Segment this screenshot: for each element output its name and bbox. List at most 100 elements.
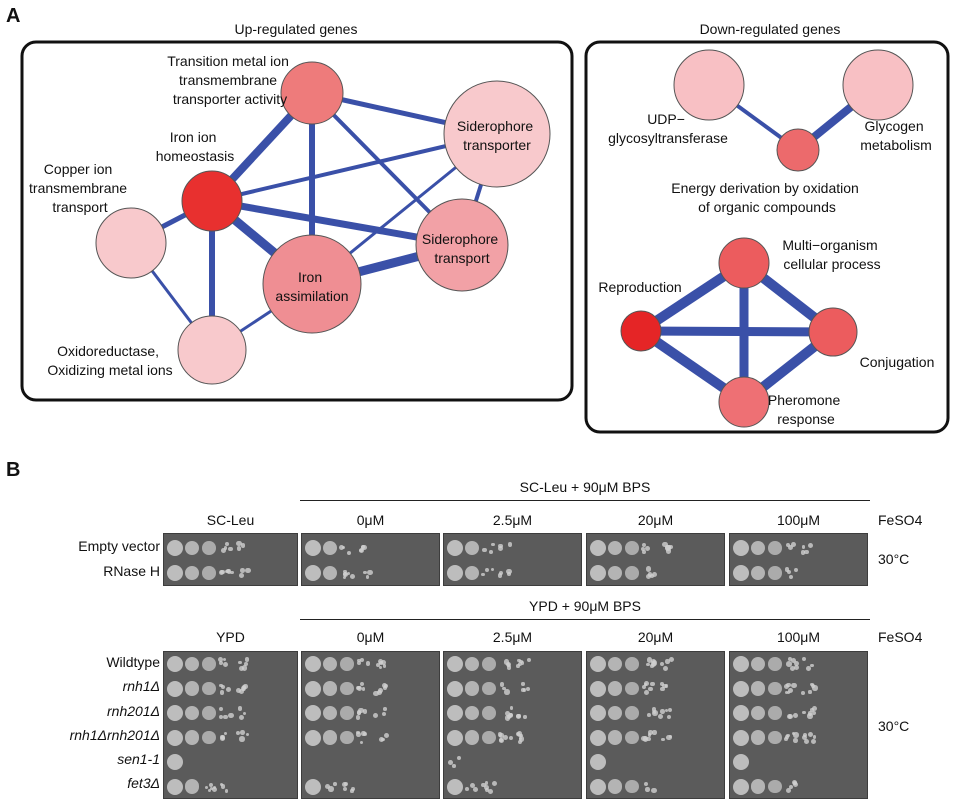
colony-spot <box>642 684 647 689</box>
group2-col-3: 20μM <box>637 629 674 645</box>
colony-spot <box>236 731 241 736</box>
colony-spot <box>750 681 766 696</box>
colony-spot <box>786 569 792 575</box>
colony-spot <box>810 708 814 712</box>
colony-spot <box>625 681 639 696</box>
colony-spot <box>322 540 338 556</box>
colony-spot <box>784 567 790 572</box>
node-transition-metal <box>280 61 344 125</box>
colony-spot <box>340 706 354 720</box>
colony-spot <box>517 739 522 744</box>
colony-spot <box>381 737 385 742</box>
label-transition-metal: Transition metal ion transmembrane trans… <box>167 53 293 107</box>
colony-spot <box>641 542 646 547</box>
label-iron-assimilation: Iron assimilation <box>275 269 348 304</box>
colony-spot <box>342 782 348 788</box>
colony-spot <box>793 738 798 743</box>
colony-spot <box>355 715 361 721</box>
group1-plate-sc-leu <box>163 533 298 586</box>
label-siderophore-transport: Siderophore transport <box>422 231 502 266</box>
group2-strain-5: fet3Δ <box>127 775 160 791</box>
colony-spot <box>521 682 525 686</box>
colony-spot <box>503 735 509 741</box>
colony-spot <box>801 545 806 549</box>
colony-spot <box>793 732 799 738</box>
colony-spot <box>238 715 244 721</box>
colony-spot <box>208 789 212 793</box>
colony-spot <box>733 565 749 581</box>
colony-spot <box>167 754 183 770</box>
colony-spot <box>325 784 331 790</box>
colony-spot <box>208 783 213 788</box>
colony-spot <box>607 705 623 721</box>
colony-spot <box>518 661 523 666</box>
colony-spot <box>224 569 229 574</box>
colony-spot <box>607 681 623 696</box>
colony-spot <box>482 706 496 720</box>
colony-spot <box>328 786 334 792</box>
colony-spot <box>643 781 648 786</box>
group2-plate-ypd <box>163 651 298 799</box>
colony-spot <box>484 781 489 785</box>
colony-spot <box>358 548 364 554</box>
colony-spot <box>792 713 798 718</box>
colony-spot <box>357 711 361 716</box>
node-reproduction <box>620 310 662 352</box>
colony-spot <box>650 681 655 686</box>
colony-spot <box>220 784 226 789</box>
colony-spot <box>502 686 506 691</box>
colony-spot <box>242 711 247 716</box>
colony-spot <box>482 657 496 671</box>
colony-spot <box>662 683 667 689</box>
colony-spot <box>167 540 183 556</box>
colony-spot <box>481 572 485 576</box>
colony-spot <box>668 708 673 713</box>
group1-strain-0: Empty vector <box>78 538 160 554</box>
label-multi-organism: Multi−organism cellular process <box>782 237 881 272</box>
colony-spot <box>810 739 816 745</box>
colony-spot <box>346 550 351 555</box>
colony-spot <box>793 567 798 572</box>
colony-spot <box>367 569 373 576</box>
colony-spot <box>219 683 223 688</box>
colony-spot <box>641 546 646 552</box>
colony-spot <box>750 656 766 672</box>
colony-spot <box>238 660 243 665</box>
group2-col-0: YPD <box>216 629 245 645</box>
colony-spot <box>236 540 242 547</box>
colony-spot <box>227 569 232 574</box>
colony-spot <box>505 711 511 717</box>
label-conjugation: Conjugation <box>860 354 935 370</box>
colony-spot <box>664 708 668 712</box>
colony-spot <box>489 549 493 554</box>
colony-spot <box>350 787 355 791</box>
colony-spot <box>375 663 381 668</box>
colony-spot <box>245 732 250 736</box>
colony-spot <box>212 785 217 790</box>
colony-spot <box>791 682 797 689</box>
colony-spot <box>239 736 245 742</box>
colony-spot <box>784 737 788 742</box>
colony-spot <box>812 706 817 712</box>
colony-spot <box>322 565 338 581</box>
colony-spot <box>504 659 510 665</box>
colony-spot <box>648 686 653 692</box>
label-iron-homeostasis: Iron ion homeostasis <box>156 129 235 164</box>
colony-spot <box>481 782 486 788</box>
colony-spot <box>646 662 650 667</box>
edge-reproduction-conjugation <box>640 326 834 337</box>
colony-spot <box>167 680 183 697</box>
up-regulated-title: Up-regulated genes <box>235 21 358 37</box>
colony-spot <box>666 734 672 741</box>
colony-spot <box>243 662 248 666</box>
group1-plate-100um <box>729 533 868 586</box>
colony-spot <box>464 656 480 672</box>
colony-spot <box>380 660 386 666</box>
colony-spot <box>507 542 513 547</box>
colony-spot <box>245 567 251 574</box>
colony-spot <box>625 706 639 720</box>
colony-spot <box>733 778 749 795</box>
colony-spot <box>590 680 606 697</box>
colony-spot <box>239 665 245 672</box>
colony-spot <box>788 574 794 580</box>
